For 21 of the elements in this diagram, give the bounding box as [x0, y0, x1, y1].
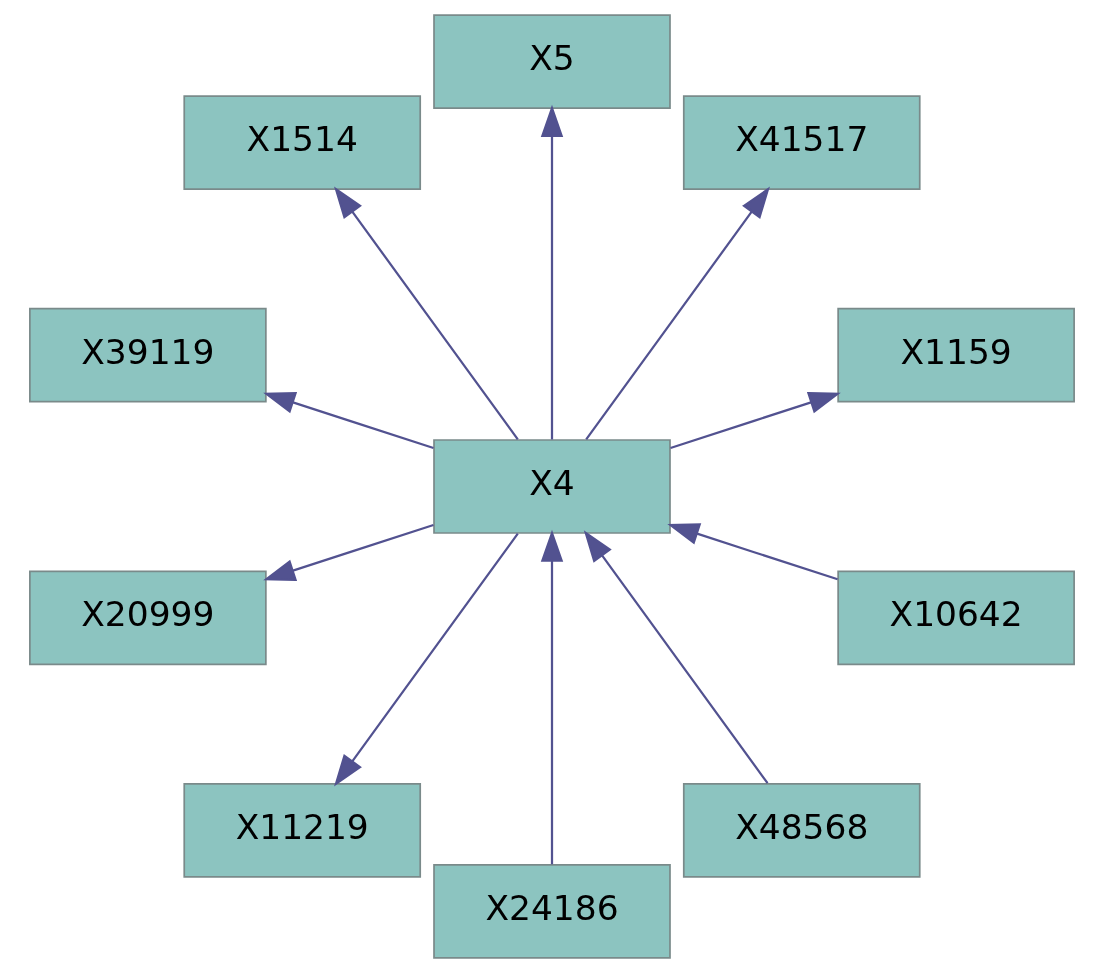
arrow — [540, 529, 563, 865]
arrow — [333, 532, 519, 787]
node-box: X4 — [432, 439, 671, 534]
node-box: X48568 — [682, 782, 921, 878]
arrow — [583, 530, 768, 784]
arrow — [262, 391, 434, 450]
node-box: X24186 — [432, 864, 671, 959]
node-box: X10642 — [836, 570, 1075, 666]
arrow — [666, 523, 838, 581]
arrow — [333, 186, 519, 441]
node-box: X5 — [432, 14, 671, 109]
node-box: X20999 — [28, 570, 267, 666]
node-box: X11219 — [182, 782, 421, 878]
arrow — [262, 523, 434, 582]
node-box: X41517 — [682, 95, 921, 191]
arrow — [584, 186, 770, 441]
node-box: X1159 — [836, 307, 1075, 403]
node-box: X39119 — [28, 307, 267, 403]
arrow — [540, 104, 563, 440]
arrow — [669, 391, 841, 450]
node-box: X1514 — [182, 95, 421, 191]
